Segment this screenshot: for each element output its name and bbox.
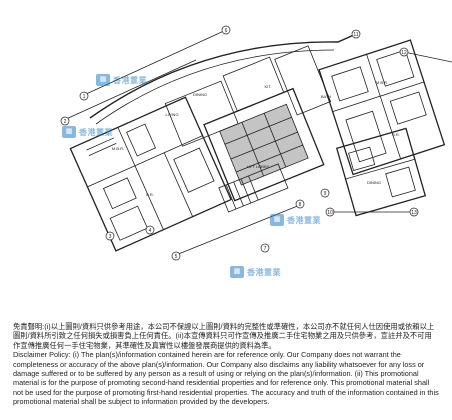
grid-bubble: 6	[221, 25, 231, 35]
central-core	[164, 45, 332, 202]
floor-plan-drawing: 1 2 3 4 5 6 7 8 9 10 11 12 13 M.B.R. B.R…	[60, 25, 452, 261]
room-label: DINING	[193, 92, 207, 97]
grid-bubble: 13	[409, 207, 419, 217]
svg-text:13: 13	[411, 210, 417, 216]
room-label: M.B.R.	[376, 80, 388, 85]
grid-bubble: 12	[399, 47, 409, 57]
svg-text:11: 11	[353, 32, 358, 38]
grid-bubble: 2	[60, 116, 70, 126]
disclaimer-chinese: 免責聲明:(i)以上圖則/資料只供參考用途，本公司不保證以上圖則/資料的完整性或…	[13, 322, 435, 350]
svg-text:4: 4	[149, 228, 152, 234]
dimension-line	[63, 59, 197, 121]
svg-text:9: 9	[324, 191, 327, 197]
svg-text:5: 5	[175, 254, 178, 260]
room-label: B.R.	[146, 192, 154, 197]
left-wing-unit	[69, 96, 232, 252]
grid-bubble: 9	[320, 188, 330, 198]
dimension-line	[403, 51, 452, 63]
grid-bubble: 5	[171, 251, 181, 261]
svg-text:7: 7	[264, 246, 267, 252]
svg-text:3: 3	[109, 234, 112, 240]
right-lower-unit	[335, 127, 427, 217]
hk-property-logo-icon: ▦	[62, 126, 76, 138]
watermark: ▦ 香港置業	[96, 74, 147, 86]
watermark: ▦ 香港置業	[270, 214, 321, 226]
svg-text:1: 1	[83, 94, 86, 100]
corridor	[218, 163, 289, 213]
grid-bubble: 3	[105, 231, 115, 241]
disclaimer-english: Disclaimer Policy: (i) The plan(s)/infor…	[13, 350, 439, 407]
watermark: ▦ 香港置業	[230, 266, 281, 278]
hk-property-logo-icon: ▦	[230, 266, 244, 278]
room-label: KIT.	[265, 84, 272, 89]
grid-bubble: 11	[351, 29, 361, 39]
grid-bubble: 7	[260, 243, 270, 253]
hk-property-logo-icon: ▦	[96, 74, 110, 86]
svg-text:8: 8	[299, 202, 302, 208]
hk-property-logo-icon: ▦	[270, 214, 284, 226]
grid-bubble: 4	[145, 225, 155, 235]
svg-text:6: 6	[225, 28, 228, 34]
disclaimer-block: 免責聲明:(i)以上圖則/資料只供參考用途，本公司不保證以上圖則/資料的完整性或…	[13, 322, 439, 407]
room-label: M.B.R.	[112, 146, 124, 151]
svg-text:10: 10	[327, 210, 333, 216]
room-label: DINING	[367, 180, 381, 185]
dimension-line	[175, 204, 301, 256]
curved-facade	[89, 33, 357, 119]
curved-facade-inner	[95, 49, 335, 125]
right-wing-unit	[318, 39, 446, 176]
svg-text:2: 2	[64, 119, 67, 125]
room-label: LIFT LOBBY	[247, 164, 270, 169]
grid-bubble: 10	[325, 207, 335, 217]
room-label: BATH	[321, 94, 331, 99]
grid-bubble: 8	[295, 199, 305, 209]
room-label: LIVING	[165, 112, 178, 117]
svg-text:12: 12	[401, 50, 407, 56]
grid-bubble: 1	[79, 91, 89, 101]
watermark: ▦ 香港置業	[62, 126, 113, 138]
room-label: B.R.	[392, 132, 400, 137]
